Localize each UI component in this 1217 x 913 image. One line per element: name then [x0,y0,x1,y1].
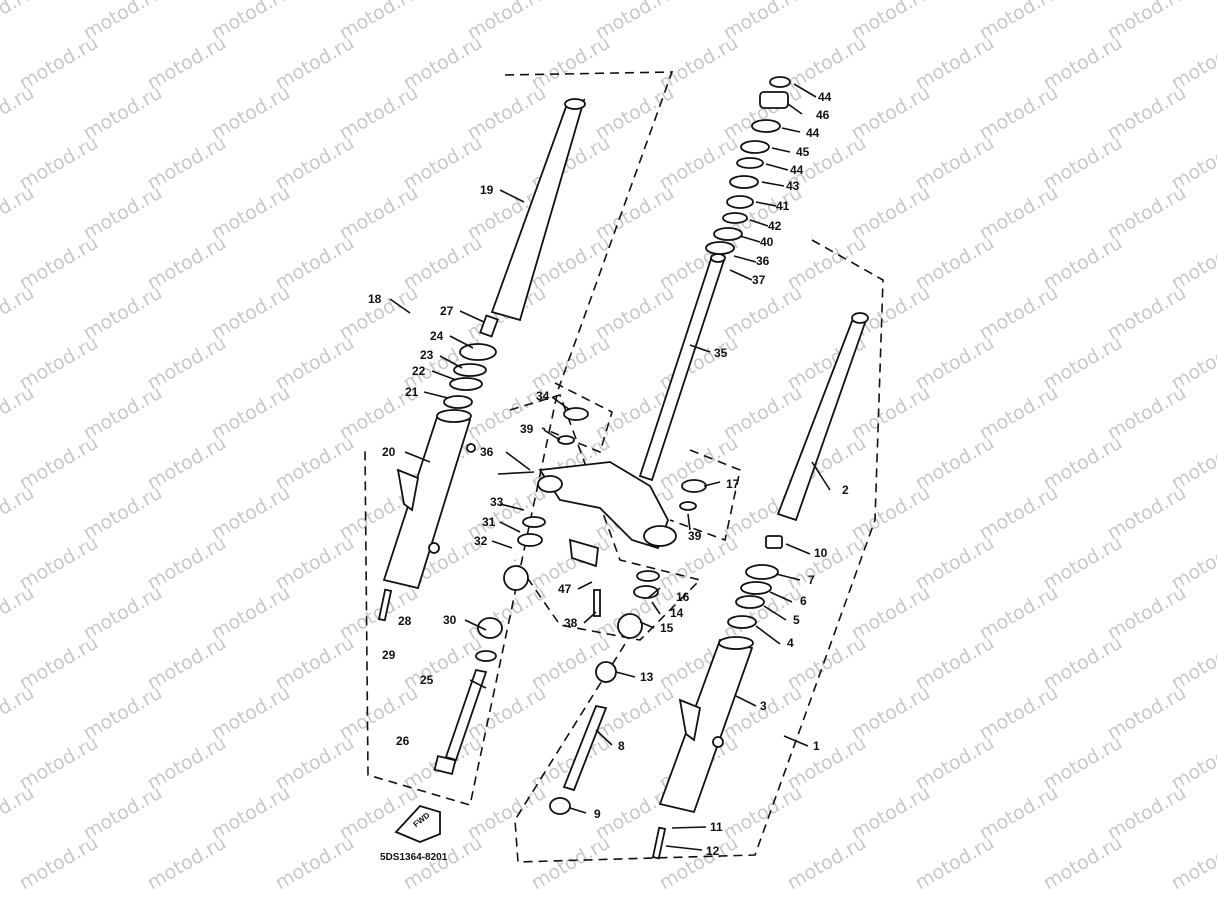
callout-6: 6 [800,594,807,608]
callout-39-left: 39 [520,422,534,436]
callout-44-b: 44 [806,126,820,140]
callout-41: 41 [776,199,790,213]
callout-21: 21 [405,385,419,399]
callout-46: 46 [816,108,830,122]
callout-4: 4 [787,636,794,650]
callout-38: 38 [564,616,578,630]
callout-26: 26 [396,734,410,748]
callout-7: 7 [808,573,815,587]
callout-31: 31 [482,515,496,529]
callout-24: 24 [430,329,444,343]
watermark-text: motod.ru [0,582,38,645]
watermark-text: motod.ru [0,282,38,345]
callout-25: 25 [420,673,434,687]
callout-42: 42 [768,219,782,233]
callout-32: 32 [474,534,488,548]
callout-15: 15 [660,621,674,635]
right-damper-rod [562,704,608,792]
under-bracket [538,461,669,550]
callout-43: 43 [786,179,800,193]
callout-11: 11 [710,820,723,834]
watermark-text: motod.ru [0,182,38,245]
callout-18: 18 [368,292,382,306]
callout-17: 17 [726,477,740,491]
callout-44-c: 44 [790,163,804,177]
watermark-text: motod.ru [0,82,38,145]
callout-1: 1 [813,739,820,753]
callout-45: 45 [796,145,810,159]
callout-29: 29 [382,648,396,662]
leader-lines [389,83,831,851]
callout-47: 47 [558,582,572,596]
left-fork [377,98,586,776]
callout-13: 13 [640,670,654,684]
callout-30: 30 [443,613,457,627]
watermark-text: motod.ru [144,832,230,895]
right-fork-outline [514,239,884,863]
callout-19: 19 [480,183,494,197]
callout-3: 3 [760,699,767,713]
callout-44-a: 44 [818,90,832,104]
callout-38-top: 36 [756,254,770,268]
callout-39-right: 39 [688,529,702,543]
right-fork [549,312,869,860]
callout-27: 27 [440,304,454,318]
watermark-text: motod.ru [16,832,102,895]
callout-20: 20 [382,445,396,459]
right-inner-tube [776,314,868,522]
watermark-text: motod.ru [0,382,38,445]
callout-37: 37 [752,273,766,287]
watermark-text: motod.ru [528,832,614,895]
callout-8: 8 [618,739,625,753]
callout-16: 16 [676,590,690,604]
callout-5: 5 [793,613,800,627]
steering-stem [497,76,791,617]
watermark-text: motod.ru [656,832,742,895]
watermark-text: motod.ru [400,832,486,895]
callout-10: 10 [814,546,828,560]
watermark-text: motod.ru [784,832,870,895]
watermark-text: motod.ru [0,482,38,545]
left-oil-seal [459,343,497,361]
watermark-text: motod.ru [912,832,998,895]
callout-36: 36 [480,445,494,459]
right-cap-outline [669,449,741,542]
drawing-code: 5DS1364-8201 [380,852,448,863]
callout-23: 23 [420,348,434,362]
callout-33: 33 [490,495,504,509]
watermark-text: motod.ru [0,782,38,845]
watermark-text: motod.ru [1040,832,1126,895]
left-fork-outline [364,71,674,807]
callout-35: 35 [714,346,728,360]
watermark-text: motod.ru [272,832,358,895]
callout-labels: 1 2 3 4 5 6 7 8 9 10 11 12 13 14 15 16 1… [368,90,849,858]
damper-outline [509,394,702,641]
watermark-text: motod.ru [0,682,38,745]
callout-14: 14 [670,606,684,620]
callout-2: 2 [842,483,849,497]
callout-28: 28 [398,614,412,628]
callout-12: 12 [706,844,720,858]
watermark-text: motod.ru [0,0,38,44]
watermark-text: motod.ru [1168,832,1217,895]
callout-9: 9 [594,807,601,821]
callout-34: 34 [536,389,550,403]
callout-40: 40 [760,235,774,249]
forward-arrow: FWD [394,804,441,843]
callout-22: 22 [412,364,426,378]
